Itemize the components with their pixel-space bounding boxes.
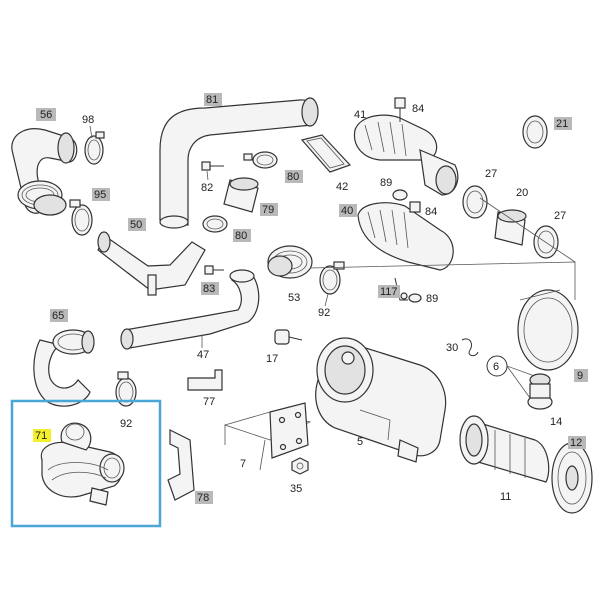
- label-92a: 92: [318, 307, 330, 319]
- label-65: 65: [52, 310, 64, 322]
- label-7: 7: [240, 458, 246, 470]
- label-80b: 80: [235, 230, 247, 242]
- part-30-clip[interactable]: [461, 338, 479, 357]
- label-9: 9: [577, 370, 583, 382]
- label-56-box: [36, 108, 56, 121]
- part-95-hose-clamp[interactable]: [69, 199, 93, 236]
- label-81-box: [204, 93, 222, 106]
- label-53: 53: [288, 292, 300, 304]
- label-92b: 92: [120, 418, 132, 430]
- label-117: 117: [380, 286, 398, 298]
- part-80-hose-clamp-upper[interactable]: [243, 151, 278, 169]
- part-98-hose-clamp[interactable]: [84, 131, 105, 165]
- label-21: 21: [556, 118, 568, 130]
- label-6: 6: [493, 361, 499, 373]
- label-20: 20: [516, 187, 528, 199]
- label-47: 47: [197, 349, 209, 361]
- label-89b: 89: [426, 293, 438, 305]
- label-65-box: [50, 309, 68, 322]
- part-89-washer-upper[interactable]: [392, 189, 408, 201]
- label-71: 71: [35, 430, 47, 442]
- label-82: 82: [201, 182, 213, 194]
- label-95-box: [92, 188, 110, 201]
- part-11-filter-element[interactable]: [459, 415, 550, 483]
- part-82-bolt[interactable]: [201, 161, 224, 171]
- label-78: 78: [197, 492, 209, 504]
- part-12-seal-disc[interactable]: [551, 442, 593, 514]
- label-95: 95: [94, 189, 106, 201]
- part-84-bolt-upper[interactable]: [394, 97, 406, 122]
- assembly-lines: [224, 197, 576, 445]
- label-40: 40: [341, 205, 353, 217]
- part-47-pipe[interactable]: [120, 269, 260, 350]
- label-80a: 80: [287, 171, 299, 183]
- label-11: 11: [500, 491, 511, 503]
- label-42: 42: [336, 181, 348, 193]
- label-30: 30: [446, 342, 458, 354]
- label-17: 17: [266, 353, 278, 365]
- part-17-fitting[interactable]: [274, 329, 303, 345]
- part-9-cover[interactable]: [517, 289, 579, 371]
- label-50: 50: [130, 219, 142, 231]
- label-84b: 84: [425, 206, 437, 218]
- label-41: 41: [354, 109, 366, 121]
- part-7-mounting-plate[interactable]: [223, 402, 312, 471]
- part-56-elbow-hose[interactable]: [11, 128, 78, 216]
- label-21-box: [554, 117, 572, 130]
- part-89-washer-lower[interactable]: [408, 293, 422, 303]
- label-77: 77: [203, 396, 215, 408]
- label-35: 35: [290, 483, 302, 495]
- label-79: 79: [262, 204, 274, 216]
- label-71-box: [33, 429, 51, 442]
- label-56: 56: [40, 109, 52, 121]
- part-78-bracket[interactable]: [167, 429, 195, 501]
- label-89a: 89: [380, 177, 392, 189]
- part-77-bracket[interactable]: [187, 369, 223, 391]
- label-50-box: [128, 218, 146, 231]
- part-92-hose-clamp-lower[interactable]: [115, 371, 137, 407]
- label-78-box: [195, 491, 213, 504]
- part-35-nut[interactable]: [291, 457, 309, 475]
- label-98: 98: [82, 114, 94, 126]
- highlight-box-71: [10, 399, 162, 528]
- part-40-intake-duct[interactable]: [357, 202, 454, 271]
- label-14: 14: [550, 416, 562, 428]
- part-79-sleeve[interactable]: [223, 177, 259, 213]
- part-50-pipe[interactable]: [97, 231, 206, 296]
- label-84a: 84: [412, 103, 424, 115]
- label-83-box: [201, 282, 219, 295]
- part-83-bolt[interactable]: [204, 265, 224, 275]
- part-84-bolt-lower[interactable]: [409, 201, 421, 213]
- label-27b: 27: [554, 210, 566, 222]
- label-80b-box: [233, 229, 251, 242]
- label-12: 12: [570, 437, 582, 449]
- label-5: 5: [357, 436, 363, 448]
- label-83: 83: [203, 283, 215, 295]
- part-81-charge-pipe[interactable]: [159, 97, 319, 229]
- label-117-box: [378, 285, 400, 298]
- part-20-sleeve[interactable]: [494, 209, 527, 246]
- part-71-intake-hose[interactable]: [40, 422, 125, 506]
- label-81: 81: [206, 94, 218, 106]
- part-42-gasket[interactable]: [300, 134, 352, 173]
- label-12-box: [568, 436, 586, 449]
- label-80a-box: [285, 170, 303, 183]
- part-27-clamp-upper[interactable]: [462, 185, 488, 219]
- label-27a: 27: [485, 168, 497, 180]
- part-53-bellows-coupling[interactable]: [267, 245, 313, 279]
- label-40-box: [339, 204, 357, 217]
- part-65-hose[interactable]: [33, 329, 95, 407]
- part-21-ring[interactable]: [522, 115, 548, 149]
- label-79-box: [260, 203, 278, 216]
- part-5-air-filter-housing[interactable]: [315, 337, 447, 463]
- part-14-valve[interactable]: [527, 373, 553, 410]
- part-92-hose-clamp-upper[interactable]: [319, 261, 345, 295]
- label-9-box: [574, 369, 588, 382]
- part-80-hose-clamp-lower[interactable]: [202, 215, 228, 233]
- part-41-intake-duct[interactable]: [353, 114, 459, 196]
